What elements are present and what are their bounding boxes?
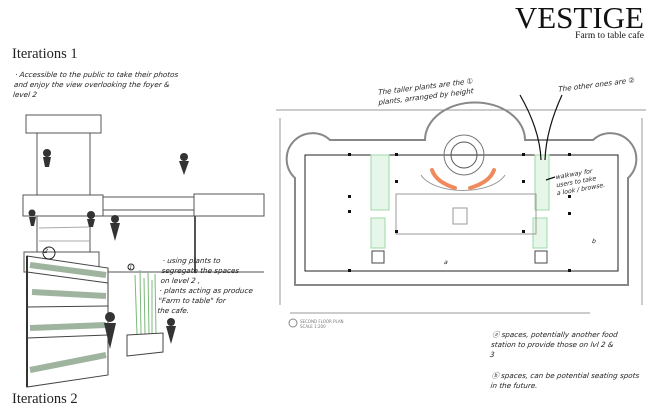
plan-scale: SCALE 1:200 [300,324,326,329]
people-figures [28,149,189,241]
note-line: 3 [489,350,496,359]
plan-columns [348,153,571,272]
note-plants: · using plants to segregate the spaces o… [157,256,257,316]
bamboo-planter-sketch [126,263,176,357]
section-heading: Iterations 1 [12,46,78,62]
note-line: · using plants to [162,256,222,265]
orange-arrows [430,168,496,190]
brand-block: VESTIGE Farm to table cafe [515,2,644,42]
annotation-lines [519,94,563,181]
note-space-a: ⓐ spaces, potentially another food stati… [489,330,619,360]
floor-plan [276,101,646,314]
note-space-b: ⓑ spaces, can be potential seating spots… [490,371,640,391]
plan-title: SECOND FLOOR PLAN SCALE 1:200 [300,319,344,329]
note-line: the cafe. [156,306,190,315]
note-line: "Farm to table" for [158,296,227,305]
elevation-roof-block [25,114,102,134]
green-wall-sketch [26,246,116,388]
section-elevation-sketch [22,114,265,273]
note-line: ⓐ spaces, potentially another food [491,330,619,339]
note-line: · plants acting as produce [159,286,254,295]
brand-title: VESTIGE [514,0,644,35]
plan-label [288,318,298,328]
note-line: on level 2 , [160,276,201,285]
brand-subtitle: Farm to table cafe [575,31,644,41]
note-line: station to provide those on lvl 2 & [490,340,614,349]
note-line: ⓑ spaces, can be potential seating spots [491,371,640,380]
plan-label: SECOND FLOOR PLAN [300,319,344,324]
note-line: in the future. [490,381,539,390]
note-line: segregate the spaces [161,266,240,275]
